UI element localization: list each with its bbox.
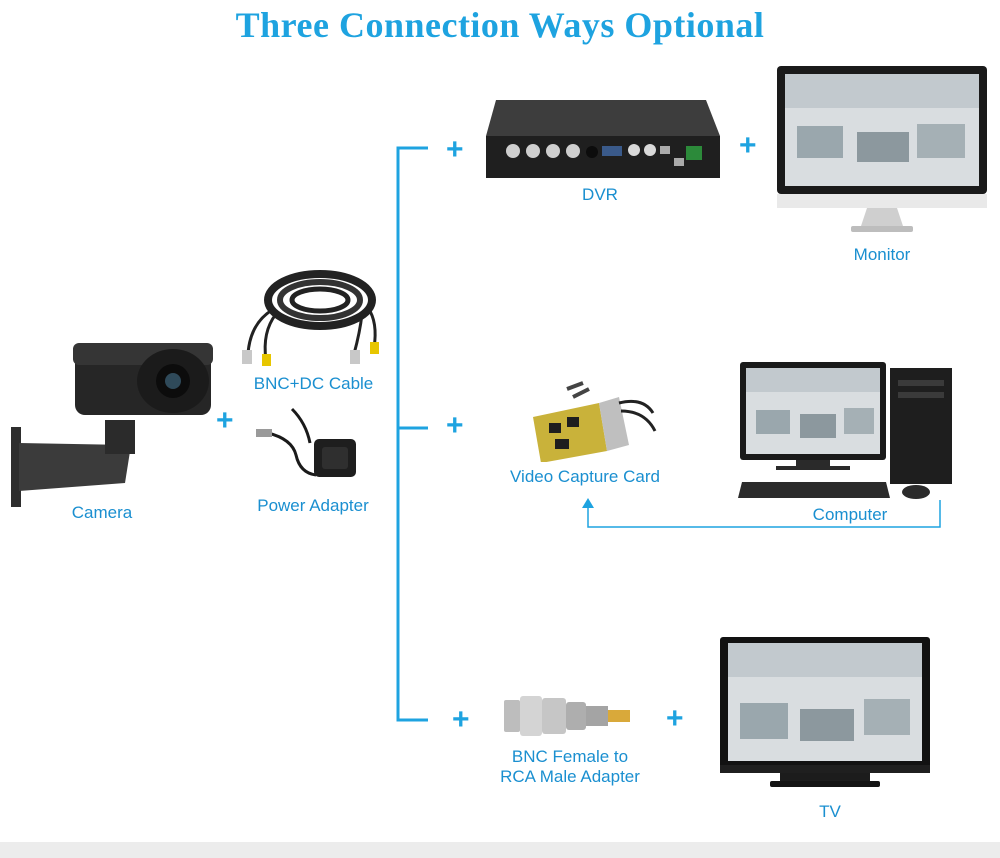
adapter-label-line1: BNC Female to: [470, 747, 670, 767]
bnc-rca-adapter-icon: [500, 692, 640, 742]
tv-icon: [720, 637, 932, 792]
camera-icon: [5, 335, 225, 515]
monitor-label: Monitor: [842, 245, 922, 265]
monitor-icon: [777, 66, 989, 241]
computer-capture-arrowhead: [582, 498, 594, 508]
plus-capture: +: [446, 411, 464, 441]
capture-label: Video Capture Card: [496, 467, 674, 487]
bottom-bar: [0, 842, 1000, 858]
bracket-line: [398, 148, 428, 720]
dvr-label: DVR: [570, 185, 630, 205]
power-label: Power Adapter: [238, 496, 388, 516]
adapter-label-line2: RCA Male Adapter: [470, 767, 670, 787]
plus-camera: +: [216, 406, 234, 436]
plus-adapter: +: [452, 705, 470, 735]
power-adapter-icon: [252, 403, 372, 493]
camera-label: Camera: [52, 503, 152, 523]
computer-icon: [738, 362, 963, 502]
plus-dvr: +: [446, 135, 464, 165]
plus-tv: +: [666, 704, 684, 734]
plus-monitor: +: [739, 131, 757, 161]
capture-card-icon: [523, 377, 663, 462]
tv-label: TV: [800, 802, 860, 822]
cable-label: BNC+DC Cable: [236, 374, 391, 394]
computer-label: Computer: [800, 505, 900, 525]
dvr-icon: [482, 98, 722, 183]
cable-icon: [232, 262, 392, 372]
